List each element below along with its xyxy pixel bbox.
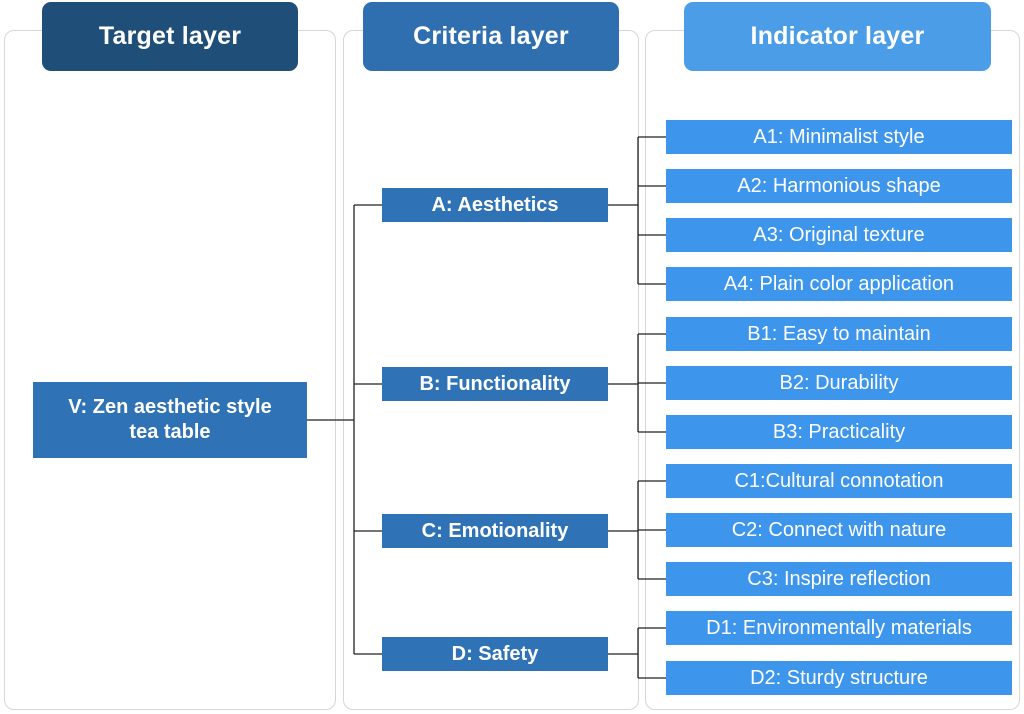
- criteria-node-a: A: Aesthetics: [382, 188, 608, 222]
- indicator-node-label: D2: Sturdy structure: [750, 666, 928, 689]
- criteria-layer-header: Criteria layer: [363, 2, 619, 71]
- criteria-node-label: D: Safety: [451, 642, 539, 665]
- indicator-node-c3: C3: Inspire reflection: [666, 562, 1012, 596]
- indicator-node-a2: A2: Harmonious shape: [666, 169, 1012, 203]
- indicator-node-label: B1: Easy to maintain: [747, 322, 931, 345]
- indicator-node-label: B3: Practicality: [772, 420, 906, 443]
- indicator-node-c2: C2: Connect with nature: [666, 513, 1012, 547]
- indicator-layer-header: Indicator layer: [684, 2, 991, 71]
- indicator-node-label: C1:Cultural connotation: [734, 469, 944, 492]
- indicator-layer-title: Indicator layer: [750, 22, 925, 50]
- indicator-node-label: A1: Minimalist style: [753, 125, 925, 148]
- target-node: V: Zen aesthetic style tea table: [33, 382, 307, 458]
- criteria-node-c: C: Emotionality: [382, 514, 608, 548]
- criteria-node-d: D: Safety: [382, 637, 608, 671]
- criteria-node-label: B: Functionality: [419, 372, 571, 395]
- indicator-node-label: A3: Original texture: [753, 223, 925, 246]
- indicator-node-b1: B1: Easy to maintain: [666, 317, 1012, 351]
- indicator-node-b2: B2: Durability: [666, 366, 1012, 400]
- target-node-label: V: Zen aesthetic style tea table: [68, 396, 272, 443]
- indicator-node-label: A4: Plain color application: [723, 272, 955, 295]
- indicator-node-a4: A4: Plain color application: [666, 267, 1012, 301]
- indicator-node-c1: C1:Cultural connotation: [666, 464, 1012, 498]
- indicator-node-label: C2: Connect with nature: [731, 518, 947, 541]
- indicator-node-d1: D1: Environmentally materials: [666, 611, 1012, 645]
- target-layer-header: Target layer: [42, 2, 298, 71]
- indicator-node-label: C3: Inspire reflection: [747, 567, 931, 590]
- indicator-node-label: A2: Harmonious shape: [737, 174, 941, 197]
- target-layer-title: Target layer: [98, 22, 242, 50]
- indicator-node-d2: D2: Sturdy structure: [666, 661, 1012, 695]
- criteria-node-label: C: Emotionality: [421, 519, 569, 542]
- indicator-node-label: D1: Environmentally materials: [706, 616, 972, 639]
- indicator-node-label: B2: Durability: [779, 371, 899, 394]
- criteria-node-label: A: Aesthetics: [431, 193, 559, 216]
- indicator-node-b3: B3: Practicality: [666, 415, 1012, 449]
- target-layer-panel: [4, 30, 336, 710]
- criteria-layer-title: Criteria layer: [413, 22, 569, 50]
- indicator-node-a3: A3: Original texture: [666, 218, 1012, 252]
- indicator-node-a1: A1: Minimalist style: [666, 120, 1012, 154]
- criteria-node-b: B: Functionality: [382, 367, 608, 401]
